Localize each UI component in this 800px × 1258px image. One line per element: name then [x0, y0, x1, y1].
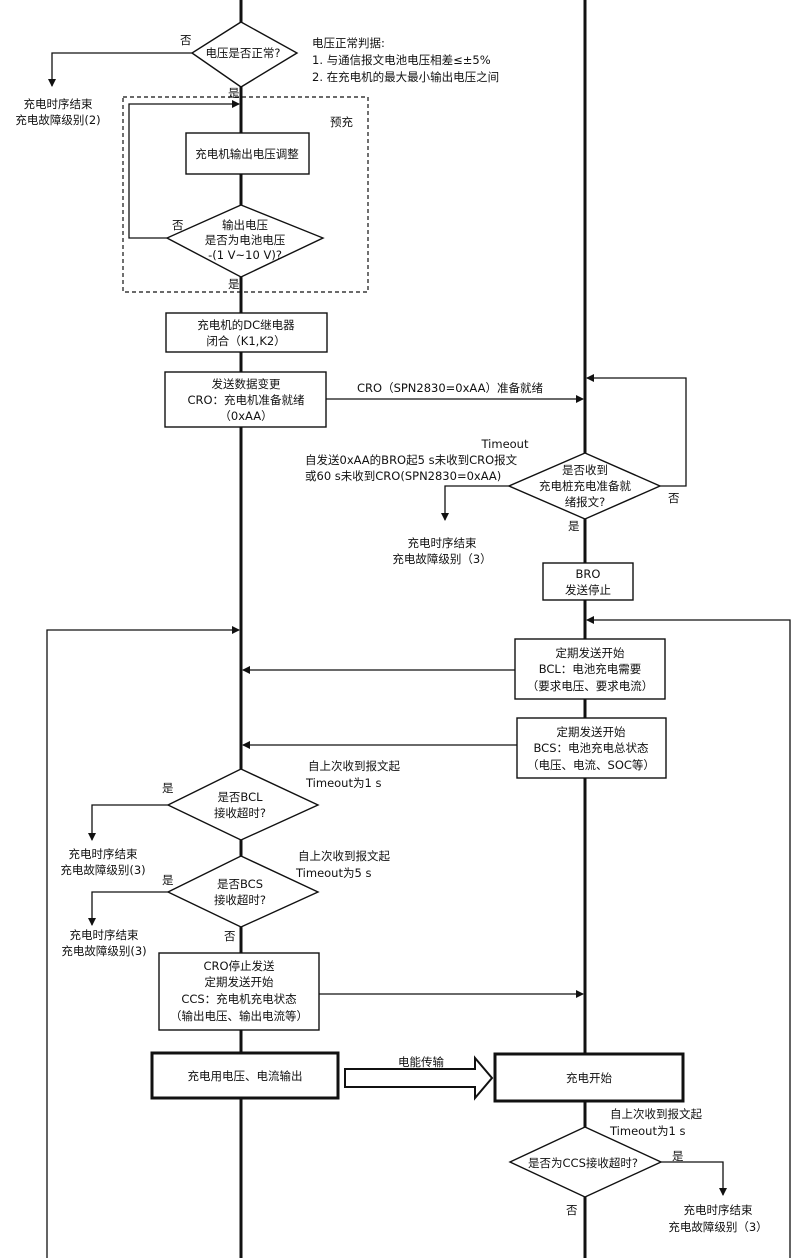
ready-q2: 充电桩充电准备就	[539, 479, 631, 493]
precharge-no-label: 否	[172, 218, 184, 232]
bcs-no-label: 否	[224, 929, 236, 943]
criteria-1: 1. 与通信报文电池电压相差≤±5%	[312, 53, 491, 67]
ccs-line-1: CRO停止发送	[203, 959, 275, 973]
precharge-q2: 是否为电池电压	[205, 233, 286, 247]
ready-loop-arrow	[586, 374, 687, 487]
voltage-fail-end-1: 充电时序结束	[24, 97, 93, 111]
criteria-title: 电压正常判据:	[312, 36, 385, 50]
ready-no-label: 否	[668, 491, 680, 505]
voltage-fail-arrow	[48, 52, 192, 87]
output-text: 充电用电压、电流输出	[188, 1069, 303, 1083]
ready-fail-arrow	[441, 485, 509, 521]
bcl-q2: 接收超时?	[214, 806, 266, 820]
precharge-check-diamond	[165, 204, 325, 278]
bcl-q1: 是否BCL	[217, 790, 263, 804]
relay-box	[165, 312, 328, 353]
ready-timeout-2: 或60 s未收到CRO(SPN2830=0xAA)	[305, 469, 501, 483]
bcl-line-1: 定期发送开始	[556, 646, 625, 660]
cro-line-3: （0xAA）	[219, 409, 272, 423]
voltage-check-question: 电压是否正常?	[205, 46, 280, 60]
criteria-2: 2. 在充电机的最大最小输出电压之间	[312, 70, 499, 84]
ccs-box	[158, 952, 320, 1031]
bcs-check-diamond	[166, 855, 320, 928]
ccs-yes-label: 是	[672, 1149, 684, 1163]
bcs-fail-arrow	[88, 891, 168, 926]
voltage-check-diamond	[190, 21, 299, 88]
bro-line-1: BRO	[576, 567, 601, 581]
ccs-line-3: CCS：充电机充电状态	[181, 992, 297, 1006]
ccs-timeout-1: 自上次收到报文起	[610, 1107, 702, 1121]
bcl-line-2: BCL：电池充电需要	[539, 662, 642, 676]
bcs-fail-end-2: 充电故障级别(3)	[61, 944, 146, 958]
bcl-check-diamond	[166, 768, 320, 841]
bcl-timeout-2: Timeout为1 s	[305, 776, 381, 790]
bcs-fail-end-1: 充电时序结束	[70, 928, 139, 942]
bcl-yes-label: 是	[162, 781, 174, 795]
voltage-adjust-box	[185, 132, 310, 175]
ready-timeout-1: 自发送0xAA的BRO起5 s未收到CRO报文	[305, 453, 518, 467]
bcs-timeout-1: 自上次收到报文起	[298, 849, 390, 863]
voltage-adjust-text: 充电机输出电压调整	[195, 147, 299, 161]
bro-box	[542, 562, 634, 601]
bcs-box	[516, 717, 667, 779]
bcl-line-3: （要求电压、要求电流）	[527, 679, 654, 693]
bcs-timeout-2: Timeout为5 s	[295, 866, 371, 880]
energy-transfer-arrow	[344, 1055, 494, 1101]
precharge-label: 预充	[330, 115, 353, 129]
ready-fail-end-2: 充电故障级别（3）	[392, 552, 491, 566]
ccs-question: 是否为CCS接收超时?	[528, 1156, 638, 1170]
ready-timeout-title: Timeout	[481, 437, 529, 451]
charger-loop-arrow	[46, 626, 240, 1258]
bcl-timeout-1: 自上次收到报文起	[308, 759, 400, 773]
precharge-group	[122, 96, 369, 293]
cro-message-label: CRO（SPN2830=0xAA）准备就绪	[357, 381, 543, 395]
ready-q1: 是否收到	[562, 463, 608, 477]
ccs-line-2: 定期发送开始	[205, 975, 274, 989]
ready-q3: 绪报文?	[565, 495, 606, 509]
ccs-timeout-2: Timeout为1 s	[609, 1124, 685, 1138]
bcl-fail-end-1: 充电时序结束	[69, 847, 138, 861]
ccs-no-label: 否	[566, 1203, 578, 1217]
ccs-fail-end-1: 充电时序结束	[684, 1203, 753, 1217]
bro-line-2: 发送停止	[565, 583, 611, 597]
bcs-q2: 接收超时?	[214, 893, 266, 907]
bcs-line-3: （电压、电流、SOC等）	[527, 758, 655, 772]
bcl-fail-end-2: 充电故障级别(3)	[60, 863, 145, 877]
precharge-loop-arrow	[128, 100, 240, 239]
relay-line-2: 闭合（K1,K2）	[206, 334, 285, 348]
ccs-line-4: （输出电压、输出电流等）	[170, 1009, 308, 1023]
ready-fail-end-1: 充电时序结束	[408, 536, 477, 550]
ccs-check-diamond	[508, 1126, 663, 1198]
voltage-fail-end-2: 充电故障级别(2)	[15, 113, 100, 127]
relay-line-1: 充电机的DC继电器	[197, 318, 295, 332]
bcs-line-2: BCS：电池充电总状态	[533, 741, 649, 755]
cro-box	[164, 371, 327, 428]
cro-line-2: CRO：充电机准备就绪	[187, 393, 305, 407]
voltage-yes-label: 是	[228, 86, 240, 100]
bcs-q1: 是否BCS	[217, 877, 263, 891]
ccs-fail-arrow	[661, 1161, 727, 1196]
bcs-yes-label: 是	[162, 873, 174, 887]
ready-yes-label: 是	[568, 519, 580, 533]
output-box	[150, 1051, 340, 1100]
charge-start-box	[493, 1052, 685, 1103]
charge-start-text: 充电开始	[566, 1071, 612, 1085]
bcs-line-1: 定期发送开始	[557, 725, 626, 739]
precharge-q3: -(1 V~10 V)?	[208, 248, 282, 262]
voltage-no-label: 否	[180, 33, 192, 47]
bcl-box	[514, 638, 666, 700]
cro-line-1: 发送数据变更	[212, 377, 281, 391]
energy-transfer-label: 电能传输	[398, 1055, 444, 1069]
ccs-fail-end-2: 充电故障级别（3）	[668, 1220, 767, 1234]
precharge-yes-label: 是	[228, 277, 240, 291]
bcl-fail-arrow	[88, 804, 168, 841]
bms-loop-arrow	[586, 616, 791, 1258]
precharge-q1: 输出电压	[222, 218, 268, 232]
ready-check-diamond	[507, 452, 662, 520]
